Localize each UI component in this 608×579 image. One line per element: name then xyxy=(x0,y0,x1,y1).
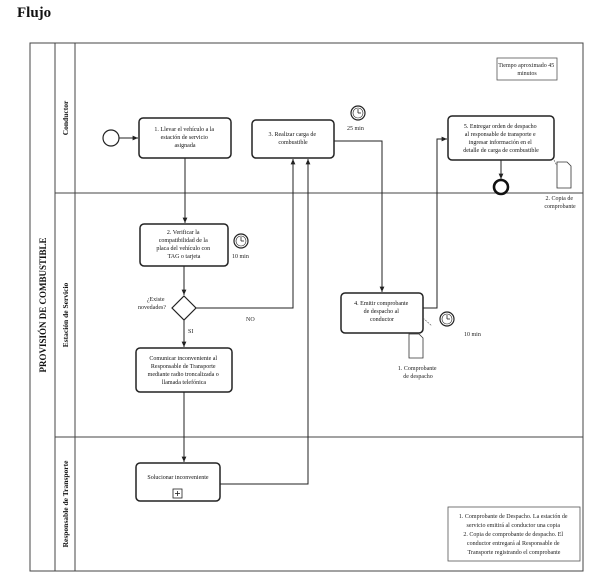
timer-label: 10 min xyxy=(232,254,249,260)
timer-icon xyxy=(233,233,249,249)
timer-label: 25 min xyxy=(347,126,364,132)
task-communicate: Comunicar inconveniente al Responsable d… xyxy=(135,347,233,393)
timer-icon xyxy=(439,311,455,327)
subprocess-solve: Solucionar inconveniente xyxy=(135,462,221,502)
notes-annotation: 1. Comprobante de Despacho. La estación … xyxy=(447,506,581,562)
document-icon xyxy=(553,159,572,189)
gateway-no-label: NO xyxy=(246,317,255,323)
svg-text:1. Comprobante de Despacho. La: 1. Comprobante de Despacho. La estación … xyxy=(459,514,569,556)
lane-label-responsable: Responsable de Transporte xyxy=(61,460,70,547)
task-2: 2. Verificar la compatibilidad de la pla… xyxy=(139,223,229,267)
svg-text:1. Llevar el vehículo a la: 1. Llevar el vehículo a la estación de s… xyxy=(154,127,215,149)
pool-label: PROVISIÓN DE COMBUSTIBLE xyxy=(38,237,48,372)
svg-text:3. Realizar carga de com: 3. Realizar carga de combustible xyxy=(268,132,317,146)
svg-text:Solucionar inconveniente: Solucionar inconveniente xyxy=(147,475,208,481)
time-note-line: Tiempo aproximado 45 minutos xyxy=(498,63,556,77)
svg-text:4. Emitir comprobante de: 4. Emitir comprobante de despacho al con… xyxy=(354,301,410,323)
svg-text:5. Entregar orden de despacho: 5. Entregar orden de despacho al respons… xyxy=(463,124,539,154)
task-4: 4. Emitir comprobante de despacho al con… xyxy=(340,292,424,334)
page-title: Flujo xyxy=(17,5,52,21)
sequence-flows xyxy=(119,135,504,485)
end-event xyxy=(492,178,510,196)
document-label: 2. Copia de comprobante xyxy=(544,196,576,210)
task-3: 3. Realizar carga de combustible xyxy=(251,119,335,159)
timer-icon xyxy=(350,105,366,121)
pool xyxy=(29,42,584,572)
lane-label-conductor: Conductor xyxy=(61,100,70,135)
start-event xyxy=(102,129,120,147)
document-icon xyxy=(408,317,433,359)
timer-label: 10 min xyxy=(464,332,481,338)
time-note: Tiempo aproximado 45 minutos xyxy=(496,57,558,81)
svg-text:2. Verificar la compatib: 2. Verificar la compatibilidad de la pla… xyxy=(156,229,211,260)
lane-label-estacion: Estación de Servicio xyxy=(61,282,70,347)
task-5: 5. Entregar orden de despacho al respons… xyxy=(447,115,555,161)
gateway-diamond xyxy=(171,295,197,321)
document-label: 1. Comprobante de despacho xyxy=(398,366,438,380)
gateway-yes-label: SI xyxy=(188,329,193,335)
task-1: 1. Llevar el vehículo a la estación de s… xyxy=(138,117,232,159)
gateway-question: ¿Existe novedades? xyxy=(138,297,166,311)
svg-text:Comunicar inconveniente al: Comunicar inconveniente al Responsable d… xyxy=(148,356,221,386)
